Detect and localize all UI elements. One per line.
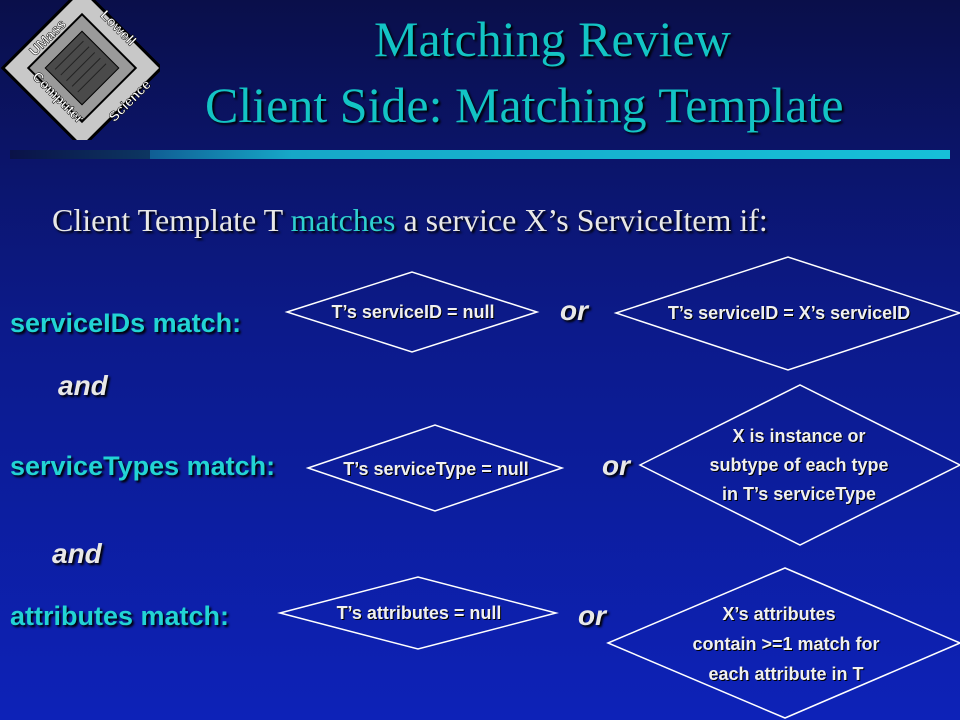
title-divider	[10, 150, 950, 159]
diamond-serviceid-null	[284, 271, 540, 353]
text-contain-line2-shadow: contain >=1 match for	[693, 635, 880, 655]
text-servicetype-null: T’s serviceType = null	[343, 459, 529, 479]
text-attributes-null-shadow: T’s attributes = null	[338, 604, 503, 624]
diamond-attributes-contain	[606, 567, 960, 719]
text-subtype-line1: X is instance or	[732, 426, 865, 446]
subtitle-suffix: a service X’s ServiceItem if:	[403, 202, 768, 238]
conj-and-1: and	[58, 370, 108, 401]
text-attributes-null: T’s attributes = null	[337, 603, 502, 623]
label-servicetypes-match: serviceTypes match:	[10, 451, 276, 481]
slide-title-line1: Matching Review	[374, 11, 731, 67]
text-contain-line2: contain >=1 match for	[692, 634, 879, 654]
text-serviceid-null: T’s serviceID = null	[332, 302, 495, 322]
text-subtype-line3-shadow: in T’s serviceType	[723, 485, 877, 505]
text-contain-line1: X’s attributes	[722, 604, 835, 624]
text-subtype-line2: subtype of each type	[709, 455, 888, 475]
text-contain-line3: each attribute in T	[708, 664, 863, 684]
text-subtype-line2-shadow: subtype of each type	[710, 456, 889, 476]
text-servicetype-null-shadow: T’s serviceType = null	[344, 460, 530, 480]
text-subtype-line1-shadow: X is instance or	[733, 427, 866, 447]
subtitle-prefix: Client Template T	[52, 202, 283, 238]
subtitle-highlight: matches	[290, 202, 396, 238]
diamond-servicetype-null	[305, 424, 565, 512]
text-contain-line3-shadow: each attribute in T	[709, 665, 864, 685]
diamond-serviceid-equal	[613, 256, 960, 371]
diamond-servicetype-subtype	[638, 384, 960, 546]
text-subtype-line3: in T’s serviceType	[722, 484, 876, 504]
text-serviceid-equal-shadow: T’s serviceID = X’s serviceID	[669, 304, 911, 324]
text-serviceid-null-shadow: T’s serviceID = null	[333, 303, 496, 323]
conj-or-1: or	[560, 295, 588, 326]
diamond-attributes-null	[277, 576, 559, 650]
slide-title-line2: Client Side: Matching Template	[205, 77, 844, 133]
umass-lowell-cs-logo: UMass Lowell Computer Science	[0, 0, 160, 140]
text-contain-line1-shadow: X’s attributes	[723, 605, 836, 625]
conj-and-2: and	[52, 538, 102, 569]
conj-or-2: or	[602, 450, 630, 481]
label-attributes-match: attributes match:	[10, 601, 230, 631]
text-serviceid-equal: T’s serviceID = X’s serviceID	[668, 303, 910, 323]
subtitle: Client Template T matches a service X’s …	[52, 202, 768, 239]
conj-or-3: or	[578, 600, 606, 631]
label-serviceids-match: serviceIDs match:	[10, 308, 242, 338]
